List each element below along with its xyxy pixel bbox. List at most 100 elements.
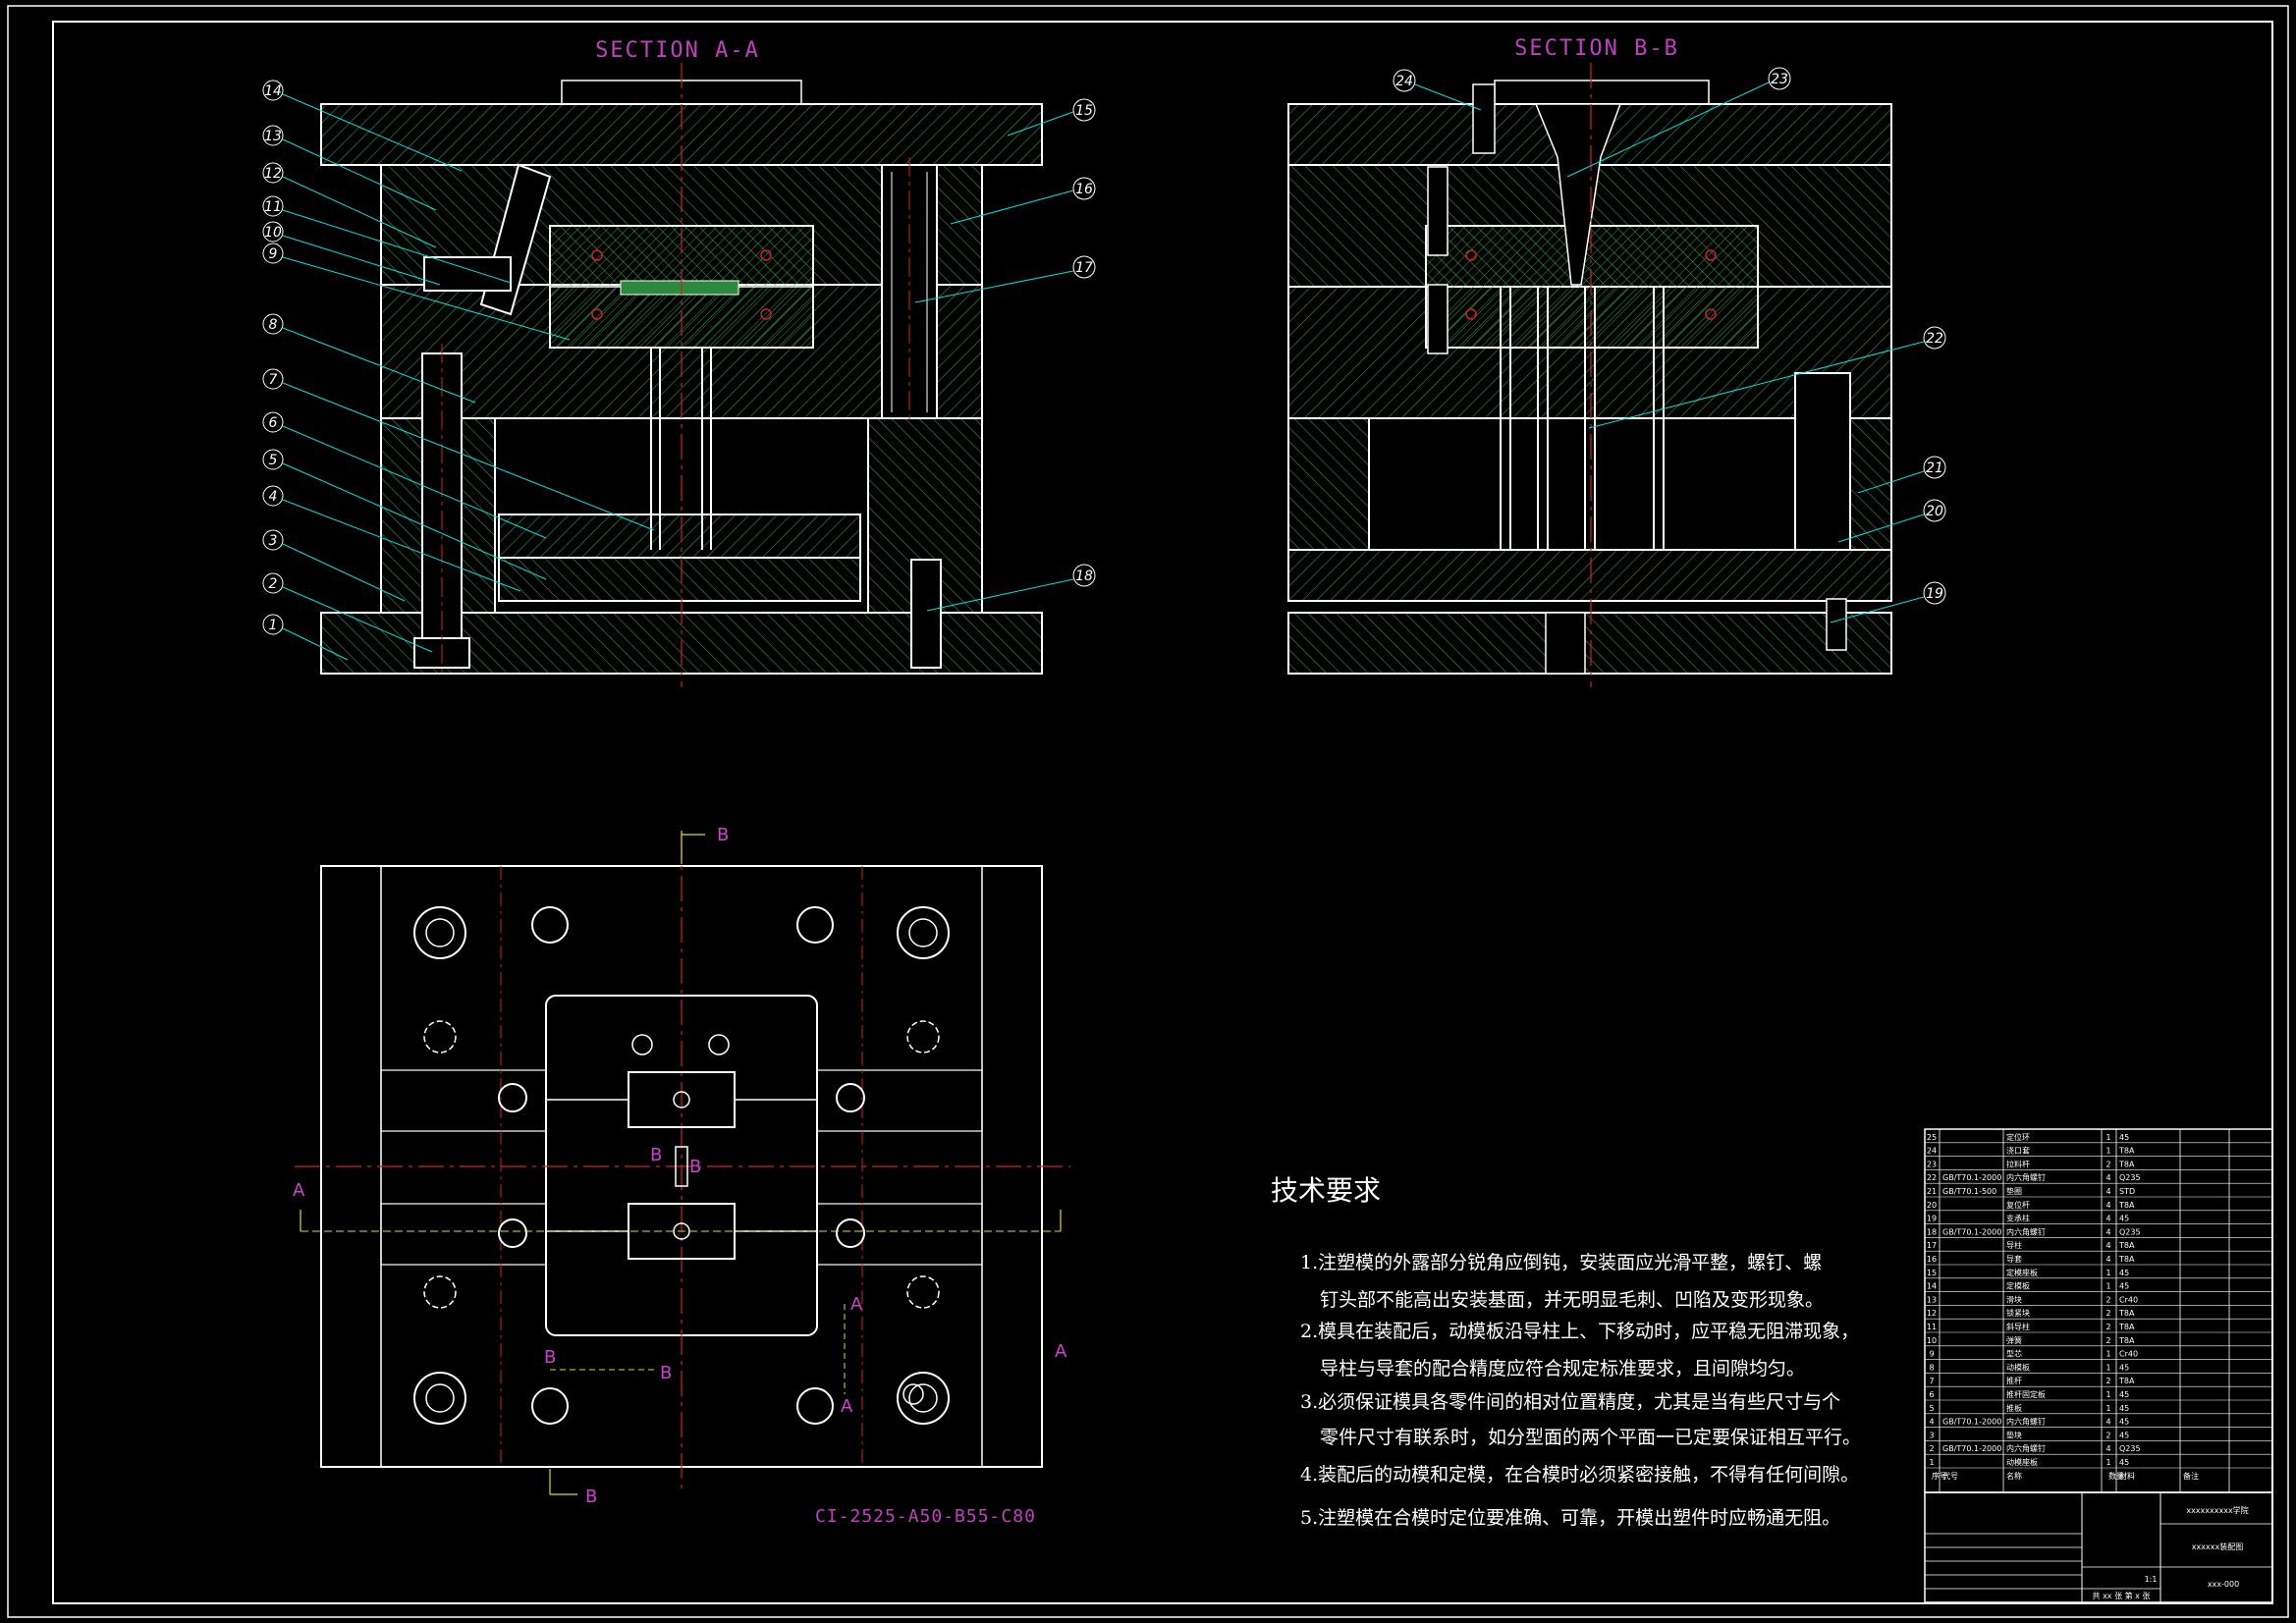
ejector-retainer-plate (498, 514, 861, 559)
callout-11: 11 (262, 195, 512, 284)
bom-cell: T8A (2118, 1309, 2135, 1318)
bom-cell: GB/T70.1-500 (1942, 1187, 1996, 1196)
svg-text:23: 23 (1771, 72, 1788, 87)
bom-cell: 4 (2105, 1418, 2110, 1427)
svg-text:12: 12 (264, 166, 282, 182)
bom-cell: 8 (1929, 1363, 1934, 1372)
bom-cell: 浇口套 (2006, 1146, 2030, 1156)
svg-text:10: 10 (264, 225, 282, 241)
marker-b-mid2: B (689, 1157, 701, 1177)
callout-13: 13 (262, 125, 437, 211)
callout-10: 10 (262, 221, 441, 286)
bom-cell: 4 (2105, 1241, 2110, 1250)
callout-3: 3 (262, 529, 406, 602)
bom-cell: 25 (1927, 1133, 1937, 1142)
svg-text:19: 19 (1926, 586, 1943, 602)
bom-cell: 弹簧 (2006, 1335, 2022, 1345)
requirement-line-3: 2.模具在装配后，动模板沿导柱上、下移动时，应平稳无阻滞现象， (1300, 1321, 1859, 1342)
bom-cell: 2 (1929, 1444, 1934, 1453)
bom-cell: 17 (1927, 1241, 1937, 1250)
callout-15: 15 (1007, 98, 1096, 136)
marker-b-top: B (717, 825, 729, 845)
callout-8: 8 (262, 313, 476, 404)
svg-text:7: 7 (269, 372, 278, 388)
bom-cell: 4 (2105, 1255, 2110, 1264)
requirement-line-7: 4.装配后的动模和定模，在合模时必须紧密接触，不得有任何间隙。 (1300, 1464, 1859, 1486)
bom-cell: 45 (2119, 1418, 2129, 1427)
bom-cell: 4 (1929, 1418, 1934, 1427)
bom-cell: 4 (2105, 1444, 2110, 1453)
bom-cell: 定模板 (2006, 1281, 2030, 1291)
svg-text:14: 14 (264, 83, 282, 99)
bom-cell: 锁紧块 (2006, 1308, 2030, 1318)
title-block: xxxxxxxxxx学院 xxxxxx装配图 xxx-000 1:1 共 xx … (1924, 1491, 2273, 1603)
bom-cell: 斜导柱 (2006, 1322, 2030, 1331)
bom-cell: 5 (1929, 1404, 1934, 1413)
bom-cell: STD (2119, 1187, 2135, 1196)
bom-cell: 滑块 (2006, 1294, 2022, 1304)
bom-cell: 18 (1927, 1227, 1937, 1236)
requirement-line-5: 3.必须保证模具各零件间的相对位置精度，尤其是当有些尺寸与个 (1300, 1391, 1840, 1413)
bom-cell: 1 (2105, 1133, 2110, 1142)
callout-12: 12 (262, 162, 437, 248)
bom-header-cell: 代号 (1942, 1471, 1958, 1481)
svg-text:9: 9 (269, 246, 278, 262)
bom-header-cell: 名称 (2006, 1471, 2022, 1481)
section-a-view: SECTION A-A (262, 38, 1096, 687)
bom-cell: 动模板 (2006, 1362, 2030, 1372)
technical-requirements: 技术要求 1.注塑模的外露部分锐角应倒钝，安装面应光滑平整，螺钉、螺 钉头部不能… (1271, 1174, 1861, 1529)
requirement-line-6: 零件尺寸有联系时，如分型面的两个平面一已定要保证相互平行。 (1320, 1427, 1861, 1448)
bom-cell: 20 (1927, 1201, 1937, 1210)
bom-cell: 复位杆 (2006, 1200, 2030, 1210)
callout-17: 17 (914, 255, 1096, 303)
bom-cell: T8A (2118, 1201, 2135, 1210)
title-drawing-name: xxxxxx装配图 (2192, 1542, 2243, 1551)
inner-frame (52, 21, 2273, 1604)
bom-cell: 45 (2119, 1269, 2129, 1277)
bom-cell: T8A (2118, 1377, 2135, 1385)
section-markers: B B A A B B B B A A (293, 825, 1067, 1507)
section-b-view: SECTION B-B (1287, 36, 1946, 687)
bom-cell: 拉料杆 (2006, 1159, 2030, 1168)
bom-cell: GB/T70.1-2000 (1942, 1418, 2001, 1427)
requirement-line-1: 1.注塑模的外露部分锐角应倒钝，安装面应光滑平整，螺钉、螺 (1300, 1252, 1822, 1273)
bom-cell: GB/T70.1-2000 (1942, 1227, 2001, 1236)
bom-cell: 6 (1929, 1390, 1934, 1399)
svg-text:8: 8 (269, 317, 278, 333)
callout-6: 6 (262, 411, 547, 539)
bom-cell: 10 (1927, 1336, 1937, 1345)
marker-a-left: A (293, 1180, 305, 1201)
requirement-line-4: 导柱与导套的配合精度应符合规定标准要求，且间隙均匀。 (1320, 1358, 1805, 1380)
callout-16: 16 (950, 177, 1096, 225)
bom-cell: 1 (1929, 1458, 1934, 1467)
bom-cell: T8A (2118, 1336, 2135, 1345)
bom-cell: 内六角螺钉 (2006, 1172, 2046, 1182)
callout-2: 2 (262, 572, 433, 653)
callouts-b: 24 23 22 21 20 (1393, 67, 1946, 623)
ejector-plate (498, 557, 861, 602)
bom-cell: Cr40 (2119, 1350, 2138, 1359)
bom-cell: 21 (1927, 1187, 1937, 1196)
svg-text:24: 24 (1395, 74, 1413, 89)
bom-cell: 导套 (2006, 1254, 2022, 1264)
callout-1: 1 (262, 614, 349, 661)
svg-text:16: 16 (1075, 182, 1093, 197)
bom-cell: 4 (2105, 1201, 2110, 1210)
svg-text:5: 5 (269, 453, 278, 468)
bom-cell: 9 (1929, 1350, 1934, 1359)
bom-cell: 1 (2105, 1458, 2110, 1467)
marker-a-mid2: A (841, 1396, 853, 1417)
callout-4: 4 (262, 485, 521, 592)
requirements-title: 技术要求 (1271, 1174, 1381, 1207)
bom-cell: 型芯 (2006, 1349, 2022, 1359)
bom-cell: 24 (1927, 1147, 1937, 1156)
bom-cell: Q235 (2119, 1444, 2141, 1453)
bom-cell: Cr40 (2119, 1295, 2138, 1304)
svg-text:6: 6 (269, 415, 278, 431)
marker-b-mid1: B (650, 1145, 662, 1165)
bom-cell: 1 (2105, 1404, 2110, 1413)
bom-cell: 1 (2105, 1363, 2110, 1372)
bom-cell: GB/T70.1-2000 (1942, 1173, 2001, 1182)
bom-cell: 2 (2105, 1309, 2110, 1318)
